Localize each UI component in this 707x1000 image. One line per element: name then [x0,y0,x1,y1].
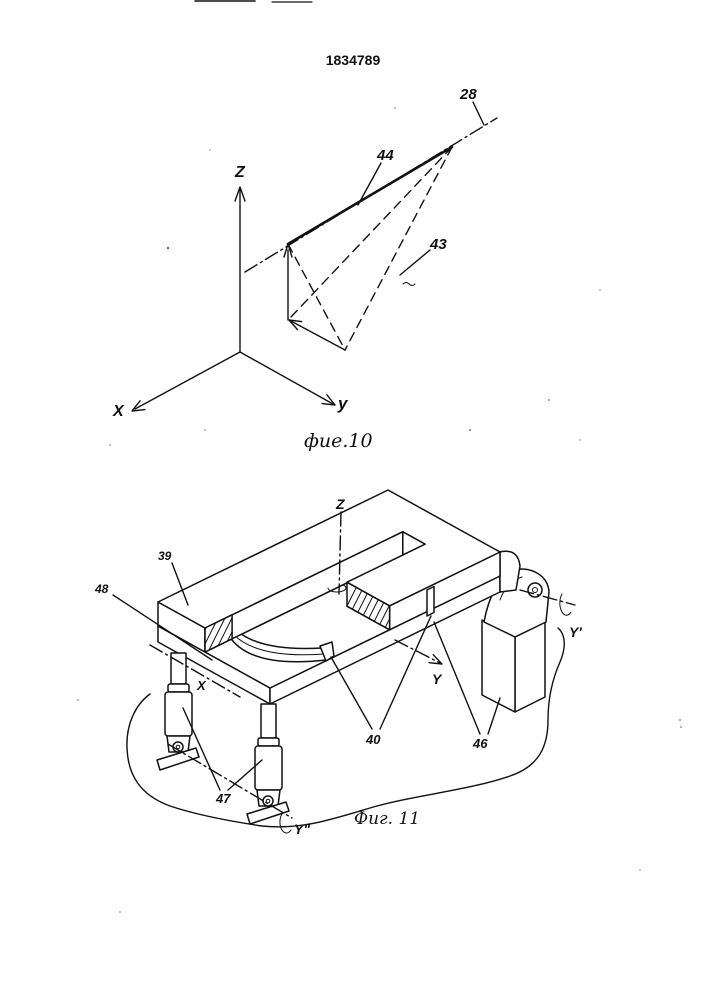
leader-40 [331,657,372,729]
axis-z-label: Z [234,164,246,181]
scan-speck [119,911,121,913]
y-prime-rotation-arrow [560,594,571,615]
axis-x-label: X [196,678,207,693]
axis-y-label: y [337,394,349,413]
scan-speck [167,247,170,250]
leg-body [165,692,192,736]
figure-11-caption: Фиг. 11 [354,809,420,829]
scan-speck [639,869,640,870]
patent-number: 1834789 [326,52,381,68]
axis-y-label: Y [432,671,443,687]
y-axis-line [395,640,440,663]
lower-vector [289,320,345,350]
x-axis [135,352,240,409]
x-axis-arrowhead [132,401,145,411]
leg-body [255,746,282,790]
leader-43 [400,250,430,275]
leg-collar [258,738,279,746]
plate-hinge-knuckle [500,551,520,592]
scan-speck [548,399,550,401]
y-axis-arrowhead [429,655,442,664]
scan-speck [599,289,600,290]
label-40: 40 [365,732,381,747]
figure-10: Z X y 28 44 43 фие.10 [112,86,497,452]
scan-artefacts [77,1,682,913]
small-mark [403,283,415,286]
leader-28 [473,102,484,125]
scan-speck [680,726,682,728]
leader-44 [358,163,381,205]
figure-11: Z X Y Y' Y" 39 48 40 46 47 Фиг. 11 [94,490,582,837]
y-axis-arrowhead [322,395,335,405]
guide-notch [427,587,434,617]
leg-pivot [263,796,273,806]
scan-speck [679,719,681,721]
support-pivot [528,583,542,597]
label-47: 47 [215,791,231,806]
scan-speck [469,429,471,431]
axis-y-prime-label: Y' [569,624,582,640]
lower-vector-arrowhead [289,320,302,330]
y-double-prime-rotation-arrow [280,814,291,833]
scan-speck [209,149,210,150]
scan-speck [579,439,580,440]
leg-collar [168,684,189,692]
scan-speck [394,107,396,109]
label-43: 43 [429,236,447,253]
leader-46 [488,698,500,734]
scan-speck [204,429,206,431]
y-axis [240,352,333,404]
leg-neck [261,704,276,738]
axis-x-label: X [112,403,125,420]
scan-speck [77,699,79,701]
label-46: 46 [472,736,488,751]
label-48: 48 [94,582,109,596]
scan-speck [109,444,111,446]
label-44: 44 [376,147,394,164]
dashed-line-43 [290,147,452,318]
label-39: 39 [158,549,172,563]
axis-z-label: Z [335,496,345,512]
figure-10-caption: фие.10 [304,430,373,452]
label-28: 28 [459,86,477,103]
edge-44 [288,147,452,244]
axis-y-double-prime-label: Y" [294,821,310,837]
